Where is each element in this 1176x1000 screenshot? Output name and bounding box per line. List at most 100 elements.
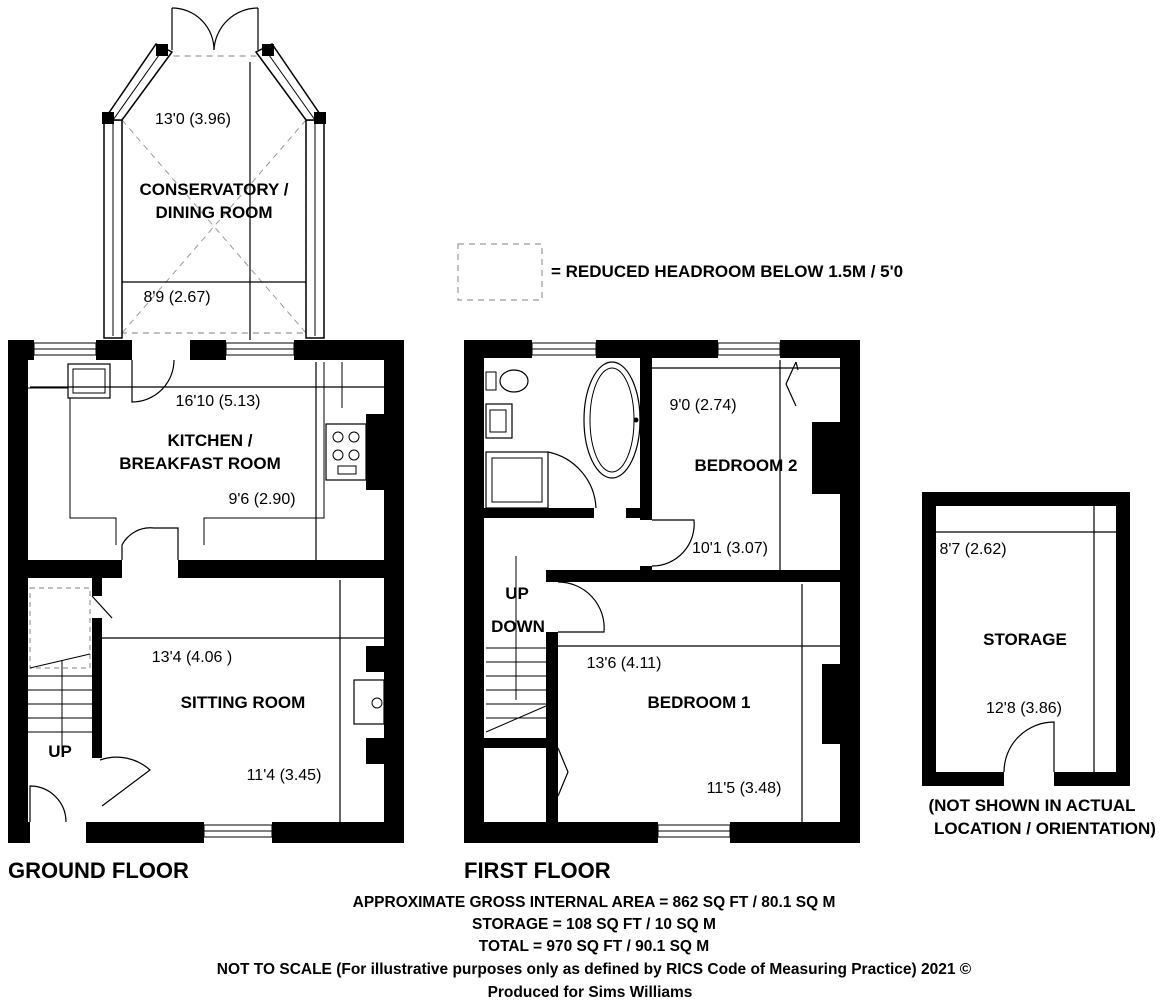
wall [464,340,532,358]
ground-stairs [28,660,92,750]
fireplace-icon [371,697,383,709]
wall [8,340,34,360]
chimney-breast [366,414,386,490]
sitting-length-dim: 13'4 (4.06 ) [152,649,232,666]
wall [546,632,558,822]
wall [8,822,30,843]
first-floor-title: FIRST FLOOR [464,858,611,883]
footer-gross-area: APPROXIMATE GROSS INTERNAL AREA = 862 SQ… [353,894,836,911]
toilet-icon [499,369,529,393]
footer-produced-for: Produced for Sims Williams [488,984,693,1000]
cupboard-door [557,747,569,797]
door-swing [121,527,179,560]
wall [640,358,652,520]
headroom-cross-line [121,119,307,334]
wall [922,492,1130,506]
wall [8,340,28,843]
reduced-headroom-legend-text: = REDUCED HEADROOM BELOW 1.5M / 5'0 [551,262,903,281]
basin-bowl [489,409,507,433]
wall [190,340,226,360]
chimney-breast [366,738,386,764]
reduced-headroom-legend-swatch [457,243,543,301]
burner [332,449,344,461]
sitting-room-label: SITTING ROOM [181,693,306,712]
kitchen-length-dim: 16'10 (5.13) [176,393,261,410]
chimney-breast [812,422,840,494]
post [102,112,114,124]
bedroom1-length-dim: 13'6 (4.11) [587,655,662,672]
cupboard-door [785,361,799,407]
wall [922,772,1004,786]
wall [626,508,652,518]
oven-control [337,465,357,475]
wall [96,340,132,360]
worktop [203,362,325,545]
wall [92,618,102,758]
wall [8,560,122,578]
storage-note-line2: LOCATION / ORIENTATION) [934,819,1156,838]
conservatory-width-dim: 8'9 (2.67) [143,289,210,306]
french-doors [171,7,259,51]
footer-storage-area: STORAGE = 108 SQ FT / 10 SQ M [472,916,716,933]
front-door-swing [29,785,67,823]
wall [840,340,860,843]
wall [730,822,860,843]
tap [633,417,639,423]
wall [178,560,404,578]
wall [484,738,546,748]
door-swing [99,756,151,807]
door-swing [131,359,175,403]
storage-width-dim: 12'8 (3.86) [986,700,1062,717]
chimney-breast [822,664,842,744]
burner [348,431,360,443]
bath-icon [583,361,641,479]
footer-total-area: TOTAL = 970 SQ FT / 90.1 SQ M [479,938,709,955]
glazed-wall-angled-left [102,43,174,121]
hob-icon [325,423,367,481]
toilet-cistern [485,371,497,391]
headroom-cross-line [121,119,307,334]
kitchen-label-line2: BREAKFAST ROOM [119,454,281,473]
bedroom2-length-dim: 9'0 (2.74) [669,397,736,414]
wall [92,578,102,596]
conservatory-label-line1: CONSERVATORY / [140,180,289,199]
door-swing [651,519,695,567]
reduced-headroom-area [29,587,91,669]
conservatory-length-dim: 13'0 (3.96) [155,111,231,128]
glazing-line [263,47,316,121]
first-stairs-down-label: DOWN [491,617,545,636]
wall [596,340,718,358]
wall [546,570,558,580]
bedroom1-width-dim: 11'5 (3.48) [707,780,782,797]
wall [1116,492,1130,786]
ground-floor-title: GROUND FLOOR [8,858,189,883]
bathroom-door-swing [547,451,597,509]
sink-basin [72,368,106,394]
glazing-line [112,47,165,121]
storage-door-swing [1003,721,1055,773]
storage-length-dim: 8'7 (2.62) [939,541,1006,558]
bedroom1-label: BEDROOM 1 [648,693,751,712]
wall [780,340,860,358]
burner [332,431,344,443]
kitchen-label-line1: KITCHEN / [168,431,253,450]
wall [464,822,658,843]
wall [272,822,404,843]
storage-building: 8'7 (2.62) STORAGE 12'8 (3.86) (NOT SHOW… [922,492,1156,838]
conservatory: 13'0 (3.96) CONSERVATORY / DINING ROOM 8… [102,7,326,340]
first-floor: UP DOWN 9'0 (2.74) BEDROOM 2 10'1 (3.07)… [464,340,860,843]
storage-label: STORAGE [983,630,1067,649]
footer-disclaimer: NOT TO SCALE (For illustrative purposes … [217,961,972,978]
post [314,112,326,124]
post [262,44,274,56]
ground-floor: UP 16'10 (5.13) KITCHEN / BREAKFAST ROOM… [8,340,404,843]
sitting-width-dim: 11'4 (3.45) [247,767,322,784]
shower-icon [485,451,549,509]
wall [922,492,936,786]
burner [348,449,360,461]
ground-stairs-up-label: UP [48,742,72,761]
storage-note-line1: (NOT SHOWN IN ACTUAL [928,796,1135,815]
conservatory-label-line2: DINING ROOM [155,203,272,222]
door-swing [557,581,605,633]
